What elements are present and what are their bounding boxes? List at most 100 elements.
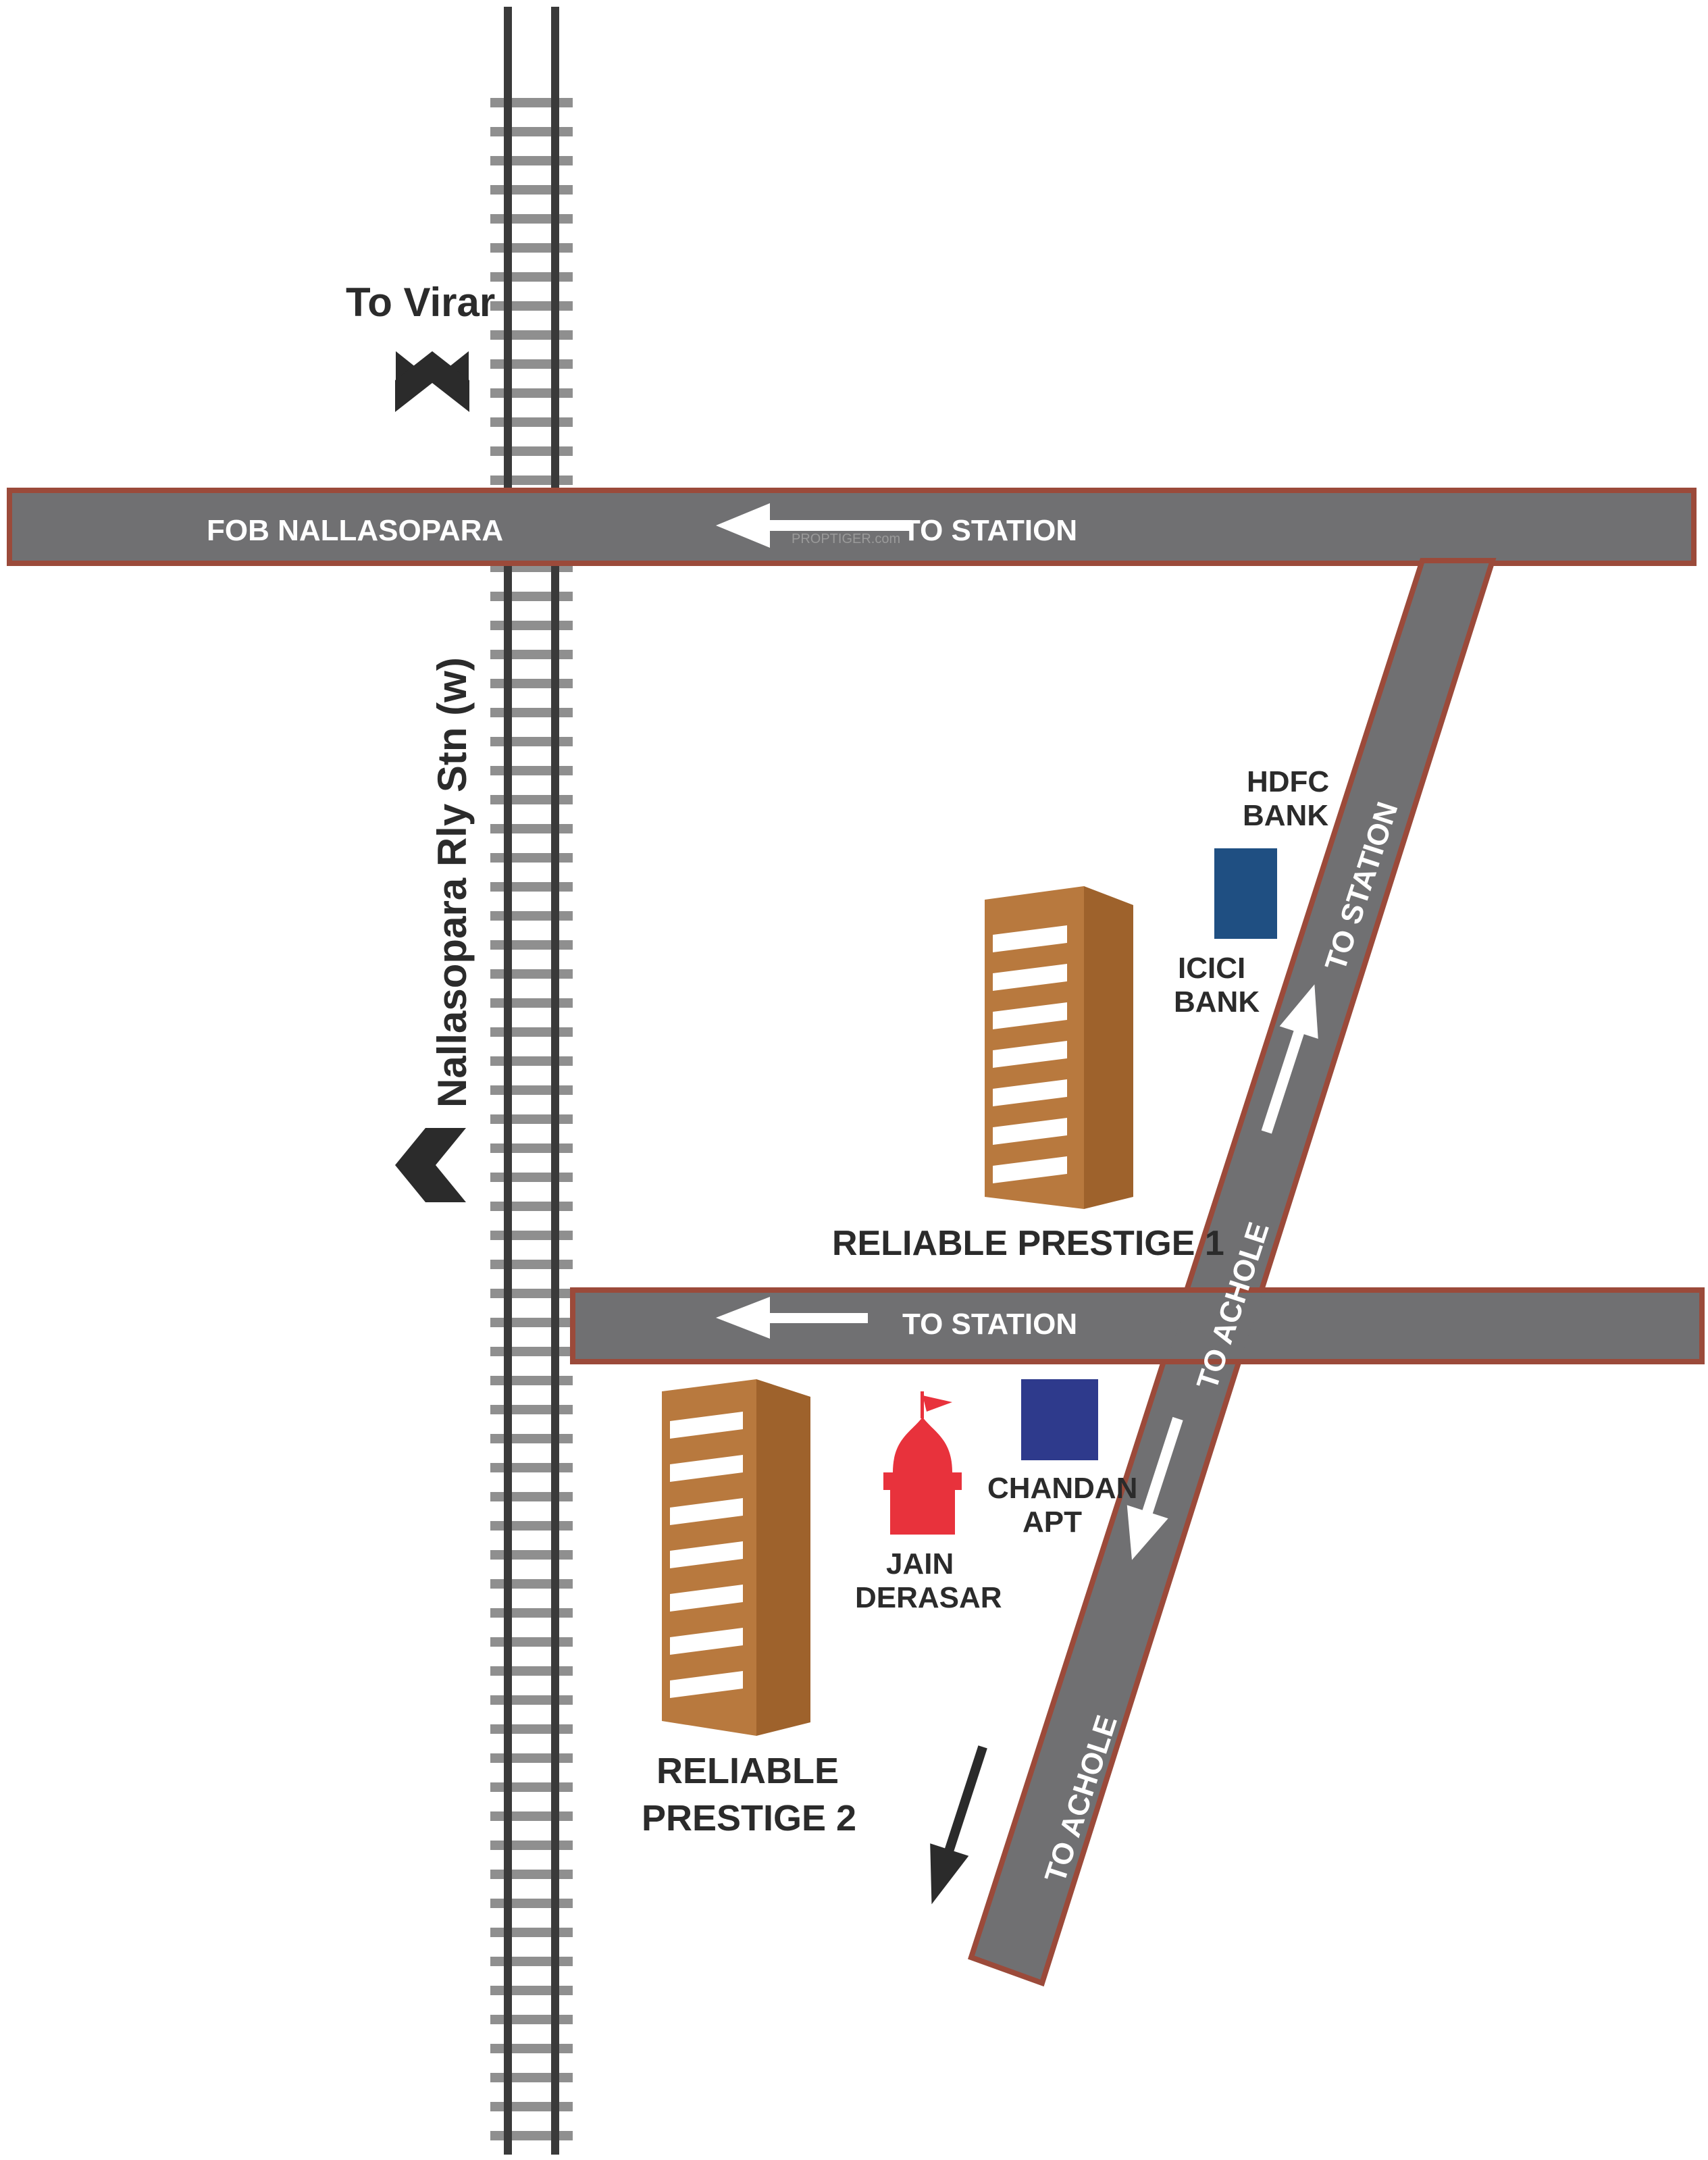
railway-sleeper [490,1753,573,1763]
building-window [670,1628,743,1655]
railway-sleeper [490,1579,573,1589]
railway-sleeper [490,2015,573,2024]
railway-sleeper [490,1376,573,1385]
temple-icon [883,1391,962,1535]
railway-sleeper [490,1463,573,1472]
railway-track [490,7,573,2155]
railway-sleeper [490,98,573,107]
jain-label-line1: JAIN [886,1547,954,1580]
railway-sleeper [490,1724,573,1734]
railway-sleeper [490,446,573,456]
building-window [670,1412,743,1439]
railway-sleeper [490,417,573,427]
railway-sleeper [490,1318,573,1327]
jain-label-line2: DERASAR [855,1581,1002,1614]
to-virar-label: To Virar [346,280,495,325]
railway-sleepers [490,98,573,2140]
hdfc-label-line2: BANK [1243,799,1328,832]
station-name-label: Nallasopara Rly Stn (w) [430,657,475,1108]
arrow-achole-direction-icon [930,1745,987,1905]
building-window [670,1498,743,1525]
building-window [993,1002,1067,1029]
railway-sleeper [490,1289,573,1298]
road-joint [1412,493,1499,558]
railway-sleeper [490,127,573,136]
road-intersection [1168,1293,1263,1359]
fob-label: FOB NALLASOPARA [207,514,503,547]
railway-sleeper [490,1492,573,1501]
railway-sleeper [490,911,573,921]
railway-sleeper [490,998,573,1008]
railway-sleeper [490,1899,573,1908]
building-window [670,1541,743,1568]
railway-sleeper [490,795,573,804]
railway-sleeper [490,388,573,398]
railway-sleeper [490,1143,573,1153]
railway-sleeper [490,272,573,282]
icici-label-line1: ICICI [1178,952,1245,985]
railway-sleeper [490,1231,573,1240]
chandan-label-line1: CHANDAN [987,1472,1137,1505]
hdfc-label-line1: HDFC [1247,765,1329,798]
railway-sleeper [490,1782,573,1792]
railway-sleeper [490,2044,573,2053]
arrow-left-top [716,503,912,548]
railway-sleeper [490,708,573,717]
to-station-middle-label: TO STATION [902,1308,1077,1341]
railway-sleeper [490,2102,573,2111]
building-window [993,964,1067,991]
railway-sleeper [490,156,573,165]
railway-sleeper [490,940,573,950]
railway-sleeper [490,1841,573,1850]
building-window [993,925,1067,952]
arrow-up-diagonal [1261,984,1318,1134]
prestige-2-label-line2: PRESTIGE 2 [642,1798,856,1838]
chevron-up-icon-shape [395,351,469,412]
railway-sleeper [490,214,573,224]
railway-sleeper [490,1405,573,1414]
railway-sleeper [490,2073,573,2082]
railway-sleeper [490,1056,573,1066]
railway-sleeper [490,679,573,688]
railway-sleeper [490,1870,573,1879]
diagonal-road [968,558,1497,1987]
rail-right [551,7,559,2155]
railway-sleeper [490,1202,573,1211]
building-window [993,1041,1067,1068]
railway-sleeper [490,1085,573,1095]
building-window [670,1455,743,1482]
railway-sleeper [490,1550,573,1560]
railway-sleeper [490,1637,573,1647]
railway-sleeper [490,330,573,340]
building-window [993,1118,1067,1145]
to-station-top-label: TO STATION [902,514,1077,547]
railway-sleeper [490,1260,573,1269]
railway-sleeper [490,853,573,863]
railway-sleeper [490,882,573,892]
railway-sleeper [490,1434,573,1443]
railway-sleeper [490,1114,573,1124]
building-window [993,1079,1067,1106]
building-window [670,1585,743,1612]
icici-label-line2: BANK [1174,985,1260,1019]
railway-sleeper [490,301,573,311]
railway-sleeper [490,359,573,369]
railway-sleeper [490,243,573,253]
hdfc-bank-marker [1214,848,1277,939]
railway-sleeper [490,621,573,630]
arrow-down-diagonal [1127,1416,1183,1560]
railway-sleeper [490,1608,573,1618]
building-prestige-2 [662,1379,810,1736]
railway-sleeper [490,766,573,775]
railway-sleeper [490,1347,573,1356]
rail-left [504,7,512,2155]
railway-sleeper [490,1811,573,1821]
railway-sleeper [490,1986,573,1995]
railway-sleeper [490,824,573,833]
prestige-2-label-line1: RELIABLE [656,1751,839,1791]
arrow-left-middle [716,1297,868,1339]
railway-sleeper [490,1521,573,1531]
watermark: PROPTIGER.com [792,532,900,546]
chevron-left-icon [395,1128,466,1202]
